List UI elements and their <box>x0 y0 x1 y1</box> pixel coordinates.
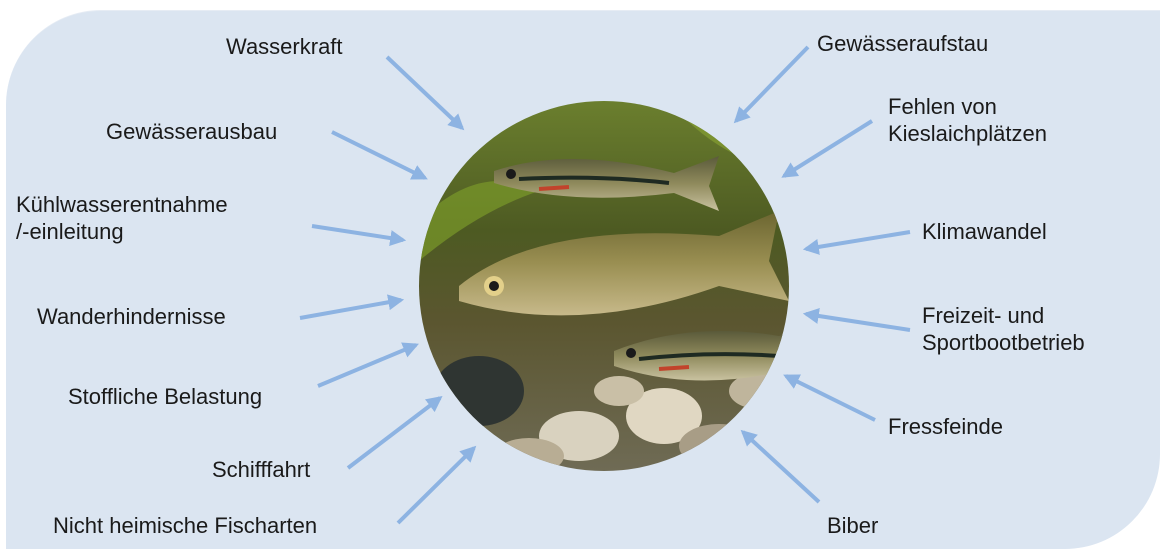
label-nicht-heimische: Nicht heimische Fischarten <box>53 512 317 539</box>
label-kuehlwasser: Kühlwasserentnahme /-einleitung <box>16 191 228 245</box>
label-kuehlwasser-line1: Kühlwasserentnahme <box>16 191 228 218</box>
arrow-fressfeinde <box>786 376 875 420</box>
arrow-wanderhindernisse <box>300 300 401 318</box>
label-wasserkraft: Wasserkraft <box>226 33 343 60</box>
arrow-nicht-heimische <box>398 448 474 523</box>
arrow-kuehlwasser <box>312 226 403 240</box>
arrow-schifffahrt <box>348 398 440 468</box>
label-kuehlwasser-line2: /-einleitung <box>16 218 228 245</box>
arrow-fehlen <box>784 121 872 176</box>
label-biber: Biber <box>827 512 878 539</box>
label-schifffahrt: Schifffahrt <box>212 456 310 483</box>
label-gewaesseraufstau: Gewässeraufstau <box>817 30 988 57</box>
label-freizeit: Freizeit- und Sportbootbetrieb <box>922 302 1085 356</box>
arrow-biber <box>743 432 819 502</box>
label-klimawandel: Klimawandel <box>922 218 1047 245</box>
arrow-gewaesserausbau <box>332 132 425 178</box>
arrow-gewaesseraufstau <box>736 47 808 121</box>
arrow-klimawandel <box>806 232 910 249</box>
label-stoffliche-belastung: Stoffliche Belastung <box>68 383 262 410</box>
label-freizeit-line1: Freizeit- und <box>922 302 1085 329</box>
label-gewaesserausbau: Gewässerausbau <box>106 118 277 145</box>
label-fressfeinde: Fressfeinde <box>888 413 1003 440</box>
label-fehlen: Fehlen von Kieslaichplätzen <box>888 93 1047 147</box>
label-wanderhindernisse: Wanderhindernisse <box>37 303 226 330</box>
arrow-freizeit <box>806 314 910 330</box>
label-fehlen-line2: Kieslaichplätzen <box>888 120 1047 147</box>
arrow-wasserkraft <box>387 57 462 128</box>
label-fehlen-line1: Fehlen von <box>888 93 1047 120</box>
label-freizeit-line2: Sportbootbetrieb <box>922 329 1085 356</box>
arrow-stoffliche <box>318 345 416 386</box>
